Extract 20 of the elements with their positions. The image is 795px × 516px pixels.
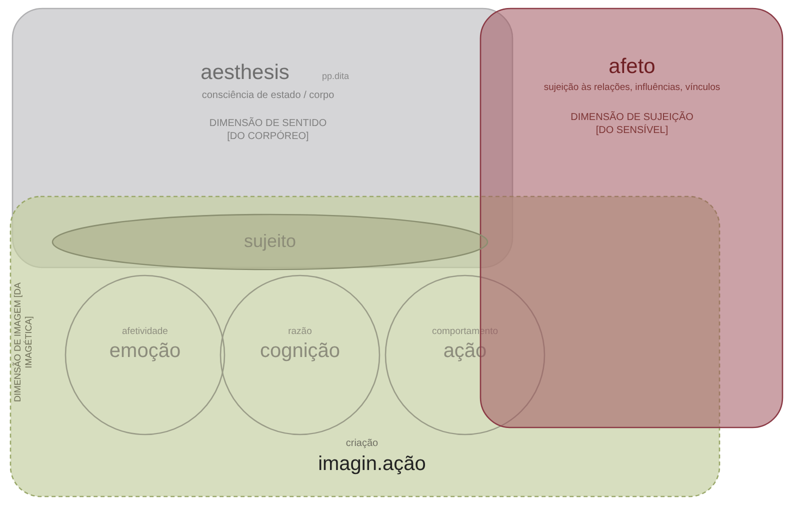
dimension-panel [10, 196, 720, 497]
dimension-panel [12, 8, 513, 268]
set-circle [65, 275, 225, 435]
dimension-title: afeto [608, 54, 656, 80]
dimension-label: DIMENSÃO DE SUJEIÇÃO [DO SENSÍVEL] [570, 112, 694, 137]
dimension-title: imagin.ação [317, 452, 427, 477]
dimension-subtitle: sujeição às relações, influências, vínculos [542, 82, 722, 94]
circle-subtitle: afetividade [121, 326, 169, 338]
set-circle [385, 275, 545, 435]
circle-title: emoção [108, 339, 182, 364]
dimension-label: DIMENSÃO DE IMAGEM [DA IMAGÉTICA] [12, 282, 34, 404]
dimension-subtitle: criação [344, 438, 380, 450]
subject-ellipse [52, 214, 488, 270]
circle-subtitle: razão [287, 326, 313, 338]
dimension-label: DIMENSÃO DE SENTIDO [DO CORPÓREO] [208, 118, 328, 143]
dimension-note: pp.dita [322, 71, 350, 82]
circle-title: cognição [258, 339, 342, 364]
set-circle [220, 275, 380, 435]
dimension-title: aesthesis [200, 60, 290, 86]
dimension-subtitle: consciência de estado / corpo [200, 90, 336, 102]
